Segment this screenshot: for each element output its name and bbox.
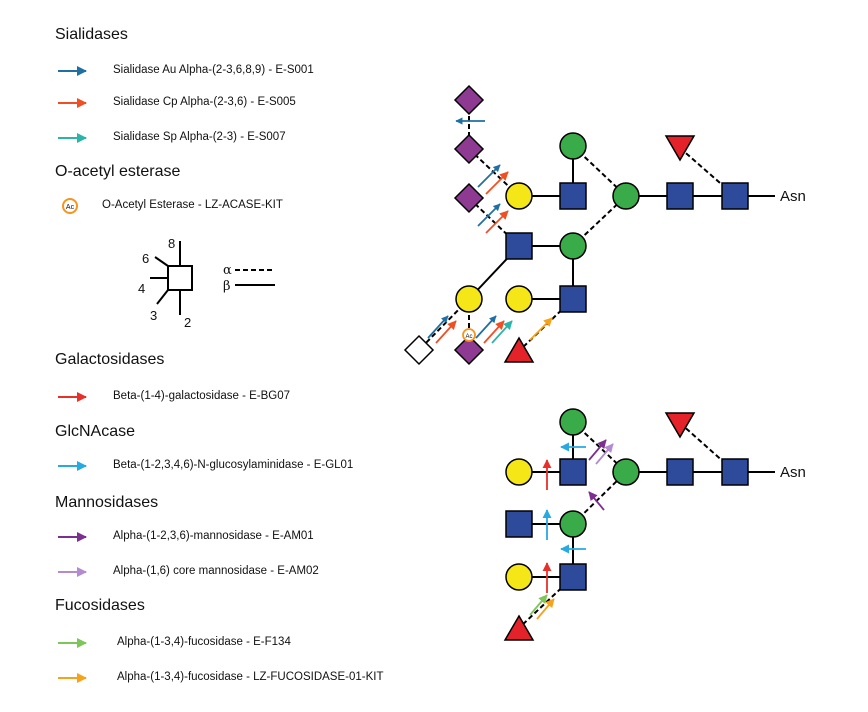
ac-legend-icon: Ac	[62, 198, 78, 214]
svg-text:Ac: Ac	[465, 334, 472, 340]
beta-label: β	[223, 279, 231, 294]
galactose-b1	[455, 285, 483, 313]
mannose-arm-b	[559, 232, 587, 260]
linkage-key-labels: 8 6 4 3 2 α β	[138, 236, 232, 330]
mannose-core-bottom	[612, 458, 640, 486]
glcnac-b1	[505, 232, 533, 260]
antenna-fucose-bottom	[503, 614, 535, 641]
legend-item-sialidase-sp: Sialidase Sp Alpha-(2-3) - E-S007	[113, 131, 286, 143]
legend-item-oacetyl-esterase: O-Acetyl Esterase - LZ-ACASE-KIT	[102, 199, 283, 211]
bottom-glycan: Asn	[503, 408, 806, 641]
galactosidases-heading: Galactosidases	[55, 351, 165, 368]
legend-arrows	[58, 66, 87, 683]
core-fucose	[664, 135, 696, 162]
mannose-arm-b-bottom	[559, 510, 587, 538]
legend-item-fucosidase-f134: Alpha-(1-3,4)-fucosidase - E-F134	[117, 636, 291, 648]
oacetyl-heading: O-acetyl esterase	[55, 163, 181, 180]
svg-text:Ac: Ac	[66, 204, 75, 211]
sialic-a3	[453, 182, 485, 214]
glcnac-b2-bottom	[559, 563, 587, 591]
fucosidases-heading: Fucosidases	[55, 597, 145, 614]
top-glycan: Ac Asn	[403, 84, 806, 366]
mannosidases-heading: Mannosidases	[55, 494, 159, 511]
linkage-key-square	[167, 265, 193, 291]
glcnacase-heading: GlcNAcase	[55, 423, 136, 440]
legend-item-glucosylaminidase: Beta-(1-2,3,4,6)-N-glucosylaminidase - E…	[113, 459, 354, 471]
sialic-a2	[453, 84, 485, 116]
alpha-label: α	[223, 263, 232, 278]
linkage-key	[150, 241, 275, 315]
legend-item-sialidase-cp: Sialidase Cp Alpha-(2-3,6) - E-S005	[113, 96, 296, 108]
mannose-arm-a-bottom	[559, 408, 587, 436]
position-8-label: 8	[168, 236, 175, 251]
galactose-b2	[505, 285, 533, 313]
galactose-b2-bottom	[505, 563, 533, 591]
mannose-core	[612, 182, 640, 210]
glcnac-a1-bottom	[559, 458, 587, 486]
antenna-fucose	[503, 336, 535, 363]
galactose-a1-bottom	[505, 458, 533, 486]
asn-label-top: Asn	[780, 188, 806, 205]
glcnac-b2	[559, 285, 587, 313]
position-3-label: 3	[150, 308, 157, 323]
legend-item-sialidase-au: Sialidase Au Alpha-(2-3,6,8,9) - E-S001	[113, 64, 314, 76]
sialidases-heading: Sialidases	[55, 26, 128, 43]
mannose-arm-a	[559, 132, 587, 160]
legend-item-mannosidase-am01: Alpha-(1-2,3,6)-mannosidase - E-AM01	[113, 530, 314, 542]
glcnac-a1	[559, 182, 587, 210]
glcnac-b1-bottom	[505, 510, 533, 538]
core-fucose-bottom	[664, 412, 696, 439]
neu5gc-b1	[403, 334, 435, 366]
sialic-b1	[453, 334, 485, 366]
legend-item-fucosidase-kit: Alpha-(1-3,4)-fucosidase - LZ-FUCOSIDASE…	[117, 671, 384, 683]
sialic-a1	[453, 133, 485, 165]
ac-mark: Ac	[462, 328, 476, 342]
position-6-label: 6	[142, 251, 149, 266]
legend-item-beta-galactosidase: Beta-(1-4)-galactosidase - E-BG07	[113, 390, 291, 402]
glcnac-core-1-bottom	[721, 458, 749, 486]
asn-label-bottom: Asn	[780, 464, 806, 481]
glcnac-core-1	[721, 182, 749, 210]
position-2-label: 2	[184, 315, 191, 330]
glcnac-core-2-bottom	[666, 458, 694, 486]
position-4-label: 4	[138, 281, 145, 296]
legend-item-mannosidase-am02: Alpha-(1,6) core mannosidase - E-AM02	[113, 565, 319, 577]
galactose-a1	[505, 182, 533, 210]
glcnac-core-2	[666, 182, 694, 210]
